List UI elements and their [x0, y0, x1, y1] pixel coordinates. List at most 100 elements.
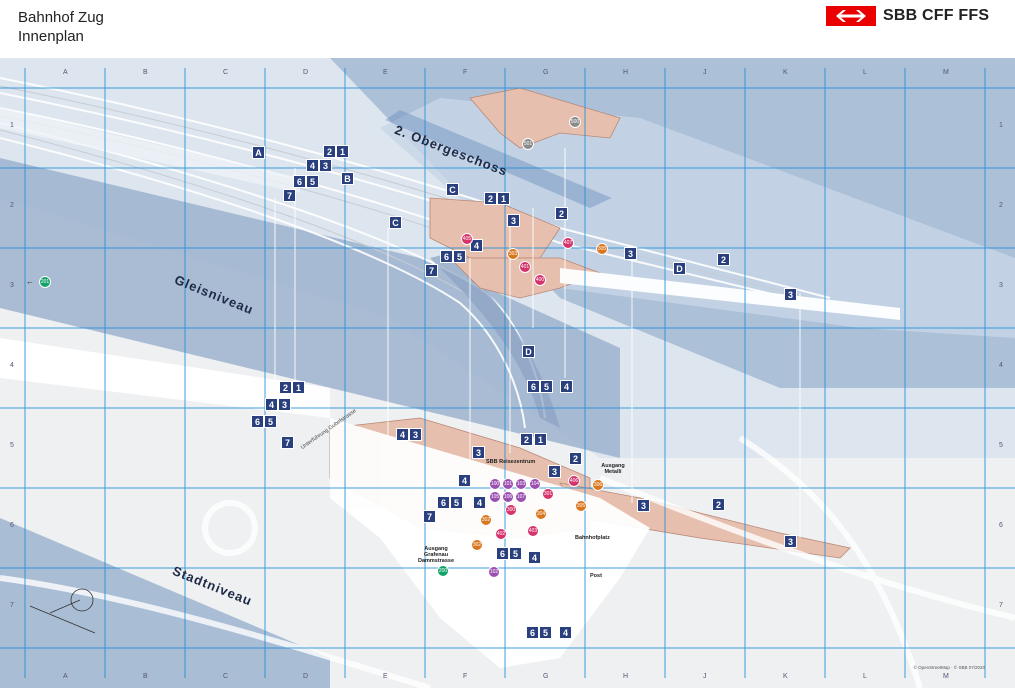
track-badge-5-g8[interactable]: 5: [539, 626, 552, 639]
shop-100[interactable]: 100: [489, 478, 501, 490]
shop-104[interactable]: 104: [529, 478, 541, 490]
platform-sector-d-upper[interactable]: D: [673, 262, 686, 275]
label-bahnhofplatz: Bahnhofplatz: [575, 535, 610, 541]
shop-306[interactable]: 306: [592, 479, 604, 491]
row-label-3-right: 3: [999, 282, 1003, 289]
shop-101[interactable]: 101: [502, 478, 514, 490]
track-badge-3-c[interactable]: 3: [507, 214, 520, 227]
track-badge-3-h6[interactable]: 3: [637, 499, 650, 512]
col-label-h: H: [623, 69, 629, 76]
shop-300[interactable]: 302: [471, 539, 483, 551]
shop-302[interactable]: 304: [535, 508, 547, 520]
track-badge-4-f6b[interactable]: 4: [473, 496, 486, 509]
track-badge-3-g6[interactable]: 3: [548, 465, 561, 478]
track-badge-4-g[interactable]: 4: [560, 380, 573, 393]
platform-sector-a[interactable]: A: [252, 146, 265, 159]
track-badge-7-e6[interactable]: 7: [423, 510, 436, 523]
track-badge-4-f6[interactable]: 4: [458, 474, 471, 487]
track-badge-4-e[interactable]: 4: [396, 428, 409, 441]
track-badge-7-c[interactable]: 7: [425, 264, 438, 277]
track-badge-3-e[interactable]: 3: [784, 288, 797, 301]
track-badge-3-left[interactable]: 3: [278, 398, 291, 411]
col-label-a-bottom: A: [63, 673, 68, 680]
shop-304[interactable]: 305: [575, 500, 587, 512]
row-label-6: 6: [10, 522, 14, 529]
track-badge-2-g6[interactable]: 2: [569, 452, 582, 465]
platform-sector-c[interactable]: C: [389, 216, 402, 229]
shop-405[interactable]: 407: [562, 237, 574, 249]
title-subtitle: Innenplan: [18, 28, 84, 45]
shop-303[interactable]: 303: [507, 248, 519, 260]
track-badge-4[interactable]: 4: [306, 159, 319, 172]
track-badge-2-left[interactable]: 2: [279, 381, 292, 394]
track-badge-1-c[interactable]: 1: [497, 192, 510, 205]
track-badge-5[interactable]: 5: [306, 175, 319, 188]
shop-400[interactable]: 400: [534, 274, 546, 286]
track-badge-6-g8[interactable]: 6: [526, 626, 539, 639]
track-badge-2[interactable]: 2: [323, 145, 336, 158]
track-badge-1-g5[interactable]: 1: [534, 433, 547, 446]
shop-501[interactable]: 501: [522, 138, 534, 150]
track-badge-2-g5[interactable]: 2: [520, 433, 533, 446]
shop-106[interactable]: 106: [502, 491, 514, 503]
track-badge-4-g8[interactable]: 4: [559, 626, 572, 639]
col-label-f-bottom: F: [463, 673, 468, 680]
platform-sector-d[interactable]: D: [522, 345, 535, 358]
col-label-e-bottom: E: [383, 673, 388, 680]
track-badge-5-g[interactable]: 5: [540, 380, 553, 393]
track-badge-6-g[interactable]: 6: [527, 380, 540, 393]
track-badge-1[interactable]: 1: [336, 145, 349, 158]
station-map[interactable]: A B C D E F G H J K L M A B C D E F G H …: [0, 58, 1015, 688]
col-label-l-bottom: L: [863, 673, 867, 680]
track-badge-3-k6[interactable]: 3: [784, 535, 797, 548]
track-badge-5-c[interactable]: 5: [453, 250, 466, 263]
shop-401[interactable]: 401: [519, 261, 531, 273]
shop-305[interactable]: 305: [596, 243, 608, 255]
track-badge-2-c[interactable]: 2: [484, 192, 497, 205]
track-badge-3-f5[interactable]: 3: [472, 446, 485, 459]
track-badge-7-left[interactable]: 7: [281, 436, 294, 449]
exit-200[interactable]: 200: [437, 565, 449, 577]
shop-500[interactable]: 500: [569, 116, 581, 128]
col-label-b: B: [143, 69, 148, 76]
track-badge-6-f6[interactable]: 6: [437, 496, 450, 509]
track-badge-5-left[interactable]: 5: [264, 415, 277, 428]
shop-406[interactable]: 300: [505, 504, 517, 516]
col-label-j: J: [703, 69, 707, 76]
track-badge-6-c[interactable]: 6: [440, 250, 453, 263]
track-badge-2-e[interactable]: 2: [717, 253, 730, 266]
track-badge-7[interactable]: 7: [283, 189, 296, 202]
shop-301[interactable]: 302: [480, 514, 492, 526]
track-badge-1-left[interactable]: 1: [292, 381, 305, 394]
track-badge-5-g7[interactable]: 5: [509, 547, 522, 560]
shop-105[interactable]: 105: [489, 491, 501, 503]
row-label-7-right: 7: [999, 602, 1003, 609]
shop-408[interactable]: 403: [527, 525, 539, 537]
shop-407[interactable]: 301: [542, 488, 554, 500]
shop-103[interactable]: 103: [515, 478, 527, 490]
exit-201[interactable]: 201: [39, 276, 51, 288]
shop-404[interactable]: 406: [568, 475, 580, 487]
row-label-4: 4: [10, 362, 14, 369]
track-badge-2-j6[interactable]: 2: [712, 498, 725, 511]
row-label-2-right: 2: [999, 202, 1003, 209]
track-badge-6[interactable]: 6: [293, 175, 306, 188]
shop-402[interactable]: 402: [495, 528, 507, 540]
track-badge-6-g7[interactable]: 6: [496, 547, 509, 560]
platform-sector-c-upper[interactable]: C: [446, 183, 459, 196]
track-badge-4-g7[interactable]: 4: [528, 551, 541, 564]
platform-sector-b[interactable]: B: [341, 172, 354, 185]
sbb-logo[interactable]: SBB CFF FFS: [826, 6, 989, 26]
track-badge-5-f6[interactable]: 5: [450, 496, 463, 509]
track-badge-3-e5[interactable]: 3: [409, 428, 422, 441]
track-badge-4-left[interactable]: 4: [265, 398, 278, 411]
track-badge-2-d[interactable]: 2: [555, 207, 568, 220]
shop-102[interactable]: 102: [488, 566, 500, 578]
track-badge-3-d[interactable]: 3: [624, 247, 637, 260]
track-badge-3[interactable]: 3: [319, 159, 332, 172]
track-badge-6-left[interactable]: 6: [251, 415, 264, 428]
col-label-d: D: [303, 69, 309, 76]
shop-107[interactable]: 107: [515, 491, 527, 503]
shop-403[interactable]: 405: [461, 233, 473, 245]
track-badge-4-c[interactable]: 4: [470, 239, 483, 252]
